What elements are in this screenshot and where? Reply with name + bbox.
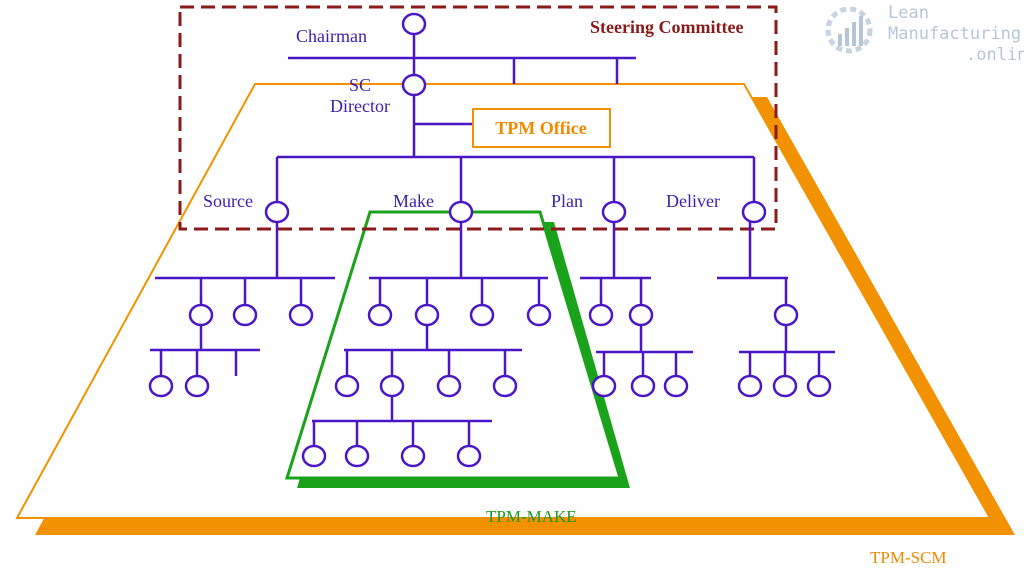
steering-committee-box bbox=[178, 5, 778, 231]
plan-sub-node bbox=[588, 303, 614, 327]
make-team-node bbox=[456, 444, 482, 468]
make-sub-node bbox=[414, 303, 440, 327]
make-leaf-node bbox=[436, 374, 462, 398]
make-team-node bbox=[400, 444, 426, 468]
gear-chart-icon bbox=[825, 6, 873, 54]
plan-sub-node bbox=[628, 303, 654, 327]
make-sub-node bbox=[469, 303, 495, 327]
tpm-make-label: TPM-MAKE bbox=[486, 507, 577, 526]
make-leaf-node bbox=[492, 374, 518, 398]
make-leaf-node bbox=[379, 374, 405, 398]
org-nodes bbox=[148, 12, 832, 468]
watermark-line1: Lean bbox=[888, 3, 929, 23]
sc-director-label-line1: SC bbox=[349, 75, 371, 95]
deliver-leaf-node bbox=[737, 374, 763, 398]
make-sub-node bbox=[526, 303, 552, 327]
plan-leaf-node bbox=[663, 374, 689, 398]
make-node bbox=[448, 200, 474, 224]
make-team-node bbox=[301, 444, 327, 468]
plan-label: Plan bbox=[551, 191, 583, 211]
deliver-label: Deliver bbox=[666, 191, 720, 211]
source-sub-node bbox=[232, 303, 258, 327]
source-leaf-node bbox=[184, 374, 210, 398]
deliver-node bbox=[741, 200, 767, 224]
chairman-node bbox=[401, 12, 427, 36]
plan-leaf-node bbox=[591, 374, 617, 398]
source-sub-node bbox=[288, 303, 314, 327]
make-label: Make bbox=[393, 191, 434, 211]
make-sub-node bbox=[367, 303, 393, 327]
tpm-office-label: TPM Office bbox=[495, 118, 586, 138]
plan-leaf-node bbox=[630, 374, 656, 398]
org-chart-lines bbox=[150, 33, 835, 446]
source-node bbox=[264, 200, 290, 224]
watermark-line3: .online bbox=[966, 45, 1024, 65]
plan-node bbox=[601, 200, 627, 224]
sc-director-label-line2: Director bbox=[330, 96, 390, 116]
make-leaf-node bbox=[334, 374, 360, 398]
tpm-scm-label: TPM-SCM bbox=[870, 548, 947, 567]
make-team-node bbox=[344, 444, 370, 468]
sc-director-node bbox=[401, 73, 427, 97]
chairman-label: Chairman bbox=[296, 26, 367, 46]
source-sub-node bbox=[188, 303, 214, 327]
steering-committee-label: Steering Committee bbox=[590, 17, 743, 37]
deliver-leaf-node bbox=[772, 374, 798, 398]
watermark-line2: Manufacturing bbox=[888, 24, 1021, 44]
lean-manufacturing-watermark: Lean Manufacturing .online bbox=[825, 3, 1024, 65]
tpm-office-box bbox=[472, 108, 611, 148]
source-label: Source bbox=[203, 191, 253, 211]
source-leaf-node bbox=[148, 374, 174, 398]
deliver-sub-node bbox=[773, 303, 799, 327]
deliver-leaf-node bbox=[806, 374, 832, 398]
